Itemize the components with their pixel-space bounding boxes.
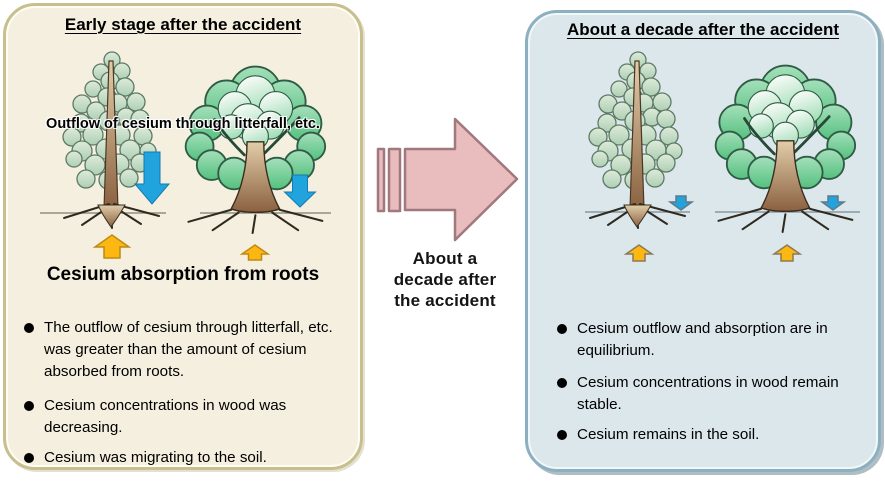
bullet-text: Cesium was migrating to the soil.	[44, 449, 267, 466]
conifer-tree	[588, 51, 686, 229]
list-item: Cesium was migrating to the soil.	[24, 447, 340, 469]
decade-after-title-text: About a decade after the accident	[566, 20, 840, 39]
broadleaf-tree	[714, 64, 857, 234]
bullet-text: Cesium concentrations in wood was decrea…	[44, 397, 287, 436]
outflow-label: Outflow of cesium through litterfall, et…	[46, 116, 320, 132]
list-item: Cesium remains in the soil.	[557, 424, 853, 446]
bullet-text: Cesium outflow and absorption are in equ…	[577, 320, 828, 359]
broadleaf-tree	[184, 65, 327, 235]
early-stage-title-text: Early stage after the accident	[64, 15, 302, 34]
bullet-dot-icon	[557, 324, 567, 334]
bullet-dot-icon	[24, 401, 34, 411]
early-stage-panel: Early stage after the accident Outflow o…	[3, 3, 363, 470]
litterfall-arrow-down-icon	[667, 195, 695, 211]
bullet-dot-icon	[24, 323, 34, 333]
absorption-arrow-up-icon	[771, 244, 803, 262]
absorption-arrow-up-icon	[239, 244, 271, 261]
bullet-dot-icon	[557, 430, 567, 440]
conifer-tree	[62, 51, 160, 229]
decade-after-title: About a decade after the accident	[528, 20, 878, 40]
transition-caption: About a decade after the accident	[393, 249, 497, 310]
arrow-stripe	[376, 147, 386, 213]
early-stage-title: Early stage after the accident	[6, 15, 360, 35]
bullet-text: Cesium concentrations in wood remain sta…	[577, 374, 839, 413]
bullet-dot-icon	[24, 453, 34, 463]
transition-arrow-icon	[376, 117, 519, 242]
litterfall-arrow-down-icon	[283, 174, 317, 208]
litterfall-arrow-down-icon	[819, 195, 847, 211]
decade-after-panel: About a decade after the accident Cesium…	[525, 10, 881, 472]
arrow-stripe	[387, 147, 402, 213]
litterfall-arrow-down-icon	[133, 151, 171, 205]
bullet-text: Cesium remains in the soil.	[577, 426, 760, 443]
arrow-body	[403, 117, 519, 242]
absorption-label: Cesium absorption from roots	[46, 264, 320, 285]
absorption-arrow-up-icon	[623, 244, 655, 262]
bullet-dot-icon	[557, 378, 567, 388]
list-item: Cesium concentrations in wood remain sta…	[557, 372, 853, 416]
list-item: The outflow of cesium through litterfall…	[24, 317, 340, 383]
list-item: Cesium outflow and absorption are in equ…	[557, 318, 853, 362]
bullet-text: The outflow of cesium through litterfall…	[44, 319, 333, 380]
absorption-arrow-up-icon	[92, 234, 132, 259]
list-item: Cesium concentrations in wood was decrea…	[24, 395, 340, 439]
